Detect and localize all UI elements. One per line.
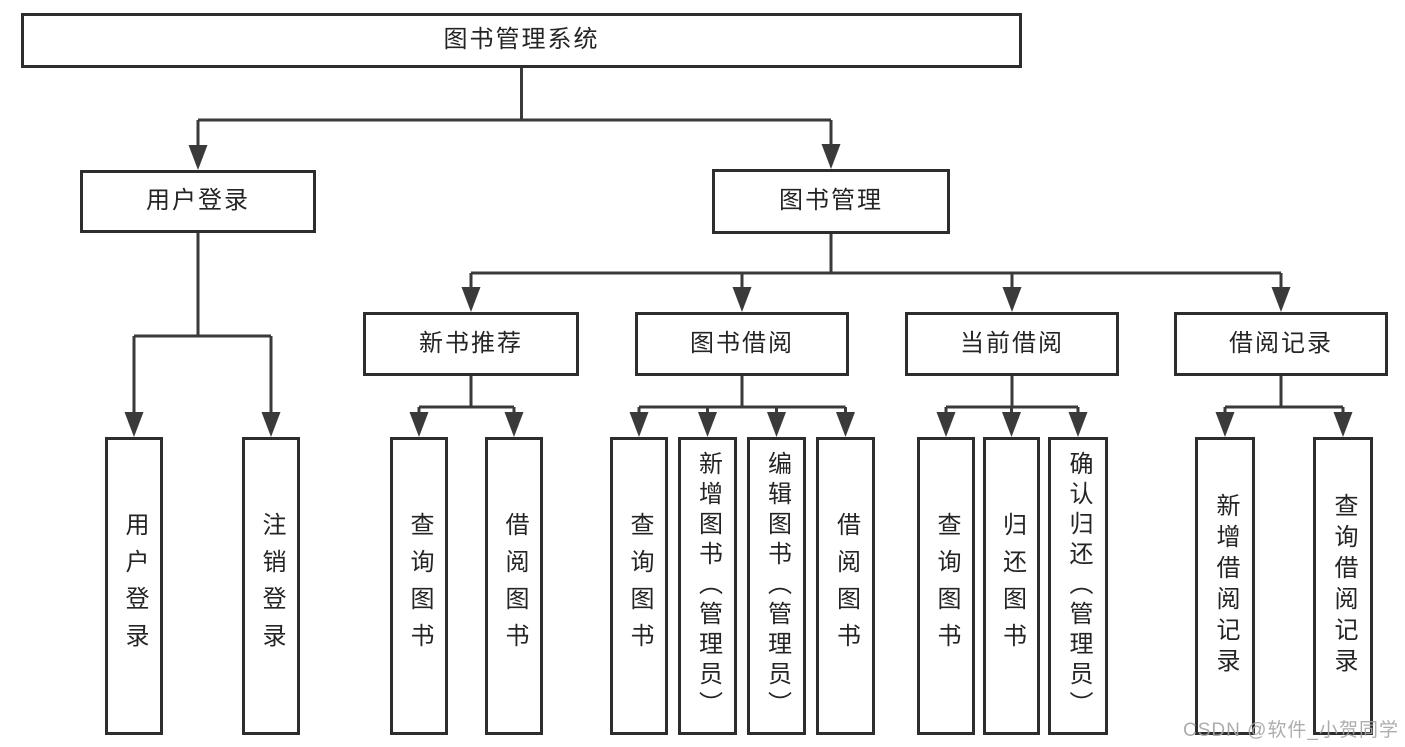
arrowhead bbox=[261, 412, 281, 437]
node-label: 用户登录 bbox=[146, 187, 250, 215]
arrowhead bbox=[409, 412, 429, 437]
node-borrowing-records: 借阅记录 bbox=[1174, 312, 1388, 376]
leaf-borrow-books-borrowing: 借阅图书 bbox=[816, 437, 875, 735]
node-book-management: 图书管理 bbox=[712, 169, 950, 234]
arrowhead bbox=[1271, 287, 1291, 312]
leaf-label: 查询图书 bbox=[933, 512, 960, 660]
node-label: 借阅记录 bbox=[1229, 329, 1333, 357]
leaf-borrow-books-recommend: 借阅图书 bbox=[485, 437, 543, 735]
leaf-confirm-return-admin: 确认归还（管理员） bbox=[1048, 437, 1108, 735]
arrowhead bbox=[836, 412, 855, 437]
leaf-label: 新增图书（管理员） bbox=[694, 451, 722, 721]
node-book-borrowing: 图书借阅 bbox=[635, 312, 849, 376]
node-label: 新书推荐 bbox=[419, 329, 523, 357]
leaf-edit-books-admin: 编辑图书（管理员） bbox=[747, 437, 806, 735]
arrowhead bbox=[698, 412, 717, 437]
leaf-search-books-current: 查询图书 bbox=[917, 437, 975, 735]
node-label: 图书借阅 bbox=[690, 329, 794, 357]
node-label: 图书管理 bbox=[779, 187, 883, 215]
leaf-label: 借阅图书 bbox=[832, 512, 860, 660]
arrowhead bbox=[936, 412, 956, 437]
leaf-add-books-admin: 新增图书（管理员） bbox=[678, 437, 737, 735]
leaf-label: 确认归还（管理员） bbox=[1065, 451, 1092, 721]
csdn-watermark: CSDN @软件_小贺同学 bbox=[1183, 720, 1399, 741]
node-label: 图书管理系统 bbox=[443, 26, 600, 54]
arrowhead bbox=[188, 145, 208, 170]
arrowhead bbox=[461, 287, 481, 312]
leaf-label: 注销登录 bbox=[258, 512, 285, 660]
leaf-label: 查询图书 bbox=[626, 512, 653, 660]
leaf-query-borrow-record: 查询借阅记录 bbox=[1313, 437, 1373, 735]
arrowhead bbox=[1215, 412, 1235, 437]
node-user-login: 用户登录 bbox=[80, 170, 316, 233]
arrowhead bbox=[767, 412, 786, 437]
leaf-label: 新增借阅记录 bbox=[1212, 493, 1239, 679]
node-current-borrowing: 当前借阅 bbox=[905, 312, 1119, 376]
leaf-label: 查询借阅记录 bbox=[1330, 493, 1357, 679]
leaf-user-login: 用户登录 bbox=[105, 437, 163, 735]
leaf-search-books-borrowing: 查询图书 bbox=[610, 437, 668, 735]
node-label: 当前借阅 bbox=[960, 329, 1064, 357]
arrowhead bbox=[1002, 287, 1022, 312]
leaf-label: 借阅图书 bbox=[501, 512, 528, 660]
arrowhead bbox=[821, 144, 841, 169]
leaf-label: 编辑图书（管理员） bbox=[763, 451, 791, 721]
leaf-logout: 注销登录 bbox=[242, 437, 300, 735]
leaf-search-books-recommend: 查询图书 bbox=[390, 437, 448, 735]
arrowhead bbox=[732, 287, 752, 312]
arrowhead bbox=[504, 412, 524, 437]
leaf-add-borrow-record: 新增借阅记录 bbox=[1195, 437, 1255, 735]
leaf-return-books: 归还图书 bbox=[983, 437, 1040, 735]
leaf-label: 查询图书 bbox=[406, 512, 433, 660]
node-new-book-recommendation: 新书推荐 bbox=[363, 312, 579, 376]
arrowhead bbox=[629, 412, 649, 437]
arrowhead bbox=[1002, 412, 1021, 437]
arrowhead bbox=[124, 412, 144, 437]
node-library-management-system: 图书管理系统 bbox=[21, 13, 1022, 68]
leaf-label: 用户登录 bbox=[121, 512, 148, 660]
arrowhead bbox=[1333, 412, 1353, 437]
arrowhead bbox=[1068, 412, 1088, 437]
leaf-label: 归还图书 bbox=[998, 512, 1026, 660]
